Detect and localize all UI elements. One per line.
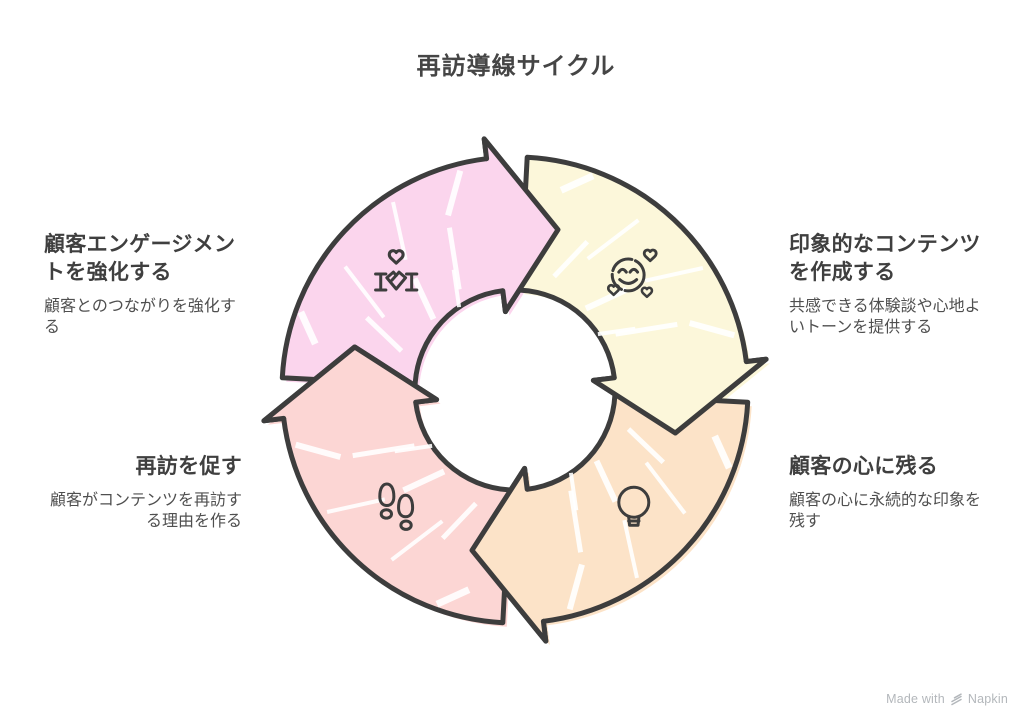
step-label-revisit: 再訪を促す 顧客がコンテンツを再訪す る理由を作る <box>28 453 242 532</box>
texture-streak <box>626 427 666 465</box>
texture-streak <box>294 441 342 460</box>
cycle-arrow-content <box>517 154 769 436</box>
step-label-content: 印象的なコンテンツ を作成する 共感できる体験談や心地よ いトーンを提供する <box>789 231 1007 338</box>
texture-streak <box>326 497 386 514</box>
step-title-line: 顧客エンゲージメン <box>44 233 236 256</box>
step-label-engage: 顧客エンゲージメン トを強化する 顧客とのつながりを強化す る <box>44 231 256 338</box>
cycle-arrow-impression <box>469 392 751 644</box>
texture-streak <box>364 315 404 353</box>
texture-streak <box>394 443 433 454</box>
texture-streak <box>446 227 462 290</box>
step-description: 顧客の心に永続的な印象を 残す <box>789 490 1007 532</box>
step-title: 印象的なコンテンツ を作成する <box>789 231 1007 287</box>
step-title: 顧客の心に残る <box>789 453 1007 481</box>
step-title: 顧客エンゲージメン トを強化する <box>44 231 256 287</box>
step-desc-line: 顧客がコンテンツを再訪す <box>49 492 242 509</box>
texture-streak <box>615 321 678 337</box>
step-desc-line: いトーンを提供する <box>789 319 933 336</box>
texture-streak <box>568 490 584 553</box>
watermark-brand: Napkin <box>967 692 1008 706</box>
made-with-napkin-watermark: Made with Napkin <box>886 692 1008 706</box>
texture-streak <box>568 472 579 511</box>
step-description: 顧客がコンテンツを再訪す る理由を作る <box>28 490 242 532</box>
texture-streak <box>586 218 640 261</box>
texture-streak <box>451 269 462 308</box>
texture-streak <box>391 201 408 261</box>
step-desc-line: 顧客の心に永続的な印象を <box>789 492 982 509</box>
step-label-impression: 顧客の心に残る 顧客の心に永続的な印象を 残す <box>789 453 1007 532</box>
step-title-line: 印象的なコンテンツ <box>789 233 981 256</box>
texture-streak <box>552 239 590 279</box>
step-desc-line: 残す <box>789 513 822 530</box>
step-title-line: 顧客の心に残る <box>789 455 939 478</box>
texture-streak <box>593 459 619 503</box>
step-description: 共感できる体験談や心地よ いトーンを提供する <box>789 296 1007 338</box>
texture-streak <box>352 443 415 459</box>
step-title: 再訪を促す <box>28 453 242 481</box>
step-description: 顧客とのつながりを強化す る <box>44 296 256 338</box>
step-desc-line: る <box>44 319 61 336</box>
diagram-title: 再訪導線サイクル <box>416 53 616 80</box>
texture-streak <box>711 434 733 470</box>
texture-streak <box>440 501 478 541</box>
texture-streak <box>297 310 319 346</box>
texture-streak <box>402 468 446 494</box>
texture-streak <box>584 286 628 312</box>
step-desc-line: 顧客とのつながりを強化す <box>44 298 236 315</box>
texture-streak <box>644 461 687 515</box>
texture-streak <box>390 519 444 562</box>
texture-streak <box>411 277 437 321</box>
step-desc-line: る理由を作る <box>145 513 242 530</box>
texture-streak <box>343 265 386 319</box>
step-title-line: トを強化する <box>44 261 172 284</box>
texture-streak <box>445 169 464 217</box>
texture-streak <box>435 586 471 608</box>
watermark-prefix: Made with <box>886 692 945 706</box>
texture-streak <box>559 172 595 194</box>
step-title-line: を作成する <box>789 261 896 284</box>
cycle-arrowhead-engage <box>481 136 561 315</box>
cycle-arrowhead-content <box>590 356 769 436</box>
step-title-line: 再訪を促す <box>135 455 242 478</box>
cycle-arrowhead-revisit <box>261 344 440 424</box>
texture-streak <box>597 326 636 337</box>
texture-streak <box>688 320 736 339</box>
cycle-arrow-engage <box>279 136 561 388</box>
texture-streak <box>622 519 639 579</box>
step-desc-line: 共感できる体験談や心地よ <box>789 298 981 315</box>
texture-streak <box>644 266 704 283</box>
texture-streak <box>566 563 585 611</box>
cycle-arrowhead-impression <box>469 465 549 644</box>
napkin-logo-icon <box>951 692 962 705</box>
